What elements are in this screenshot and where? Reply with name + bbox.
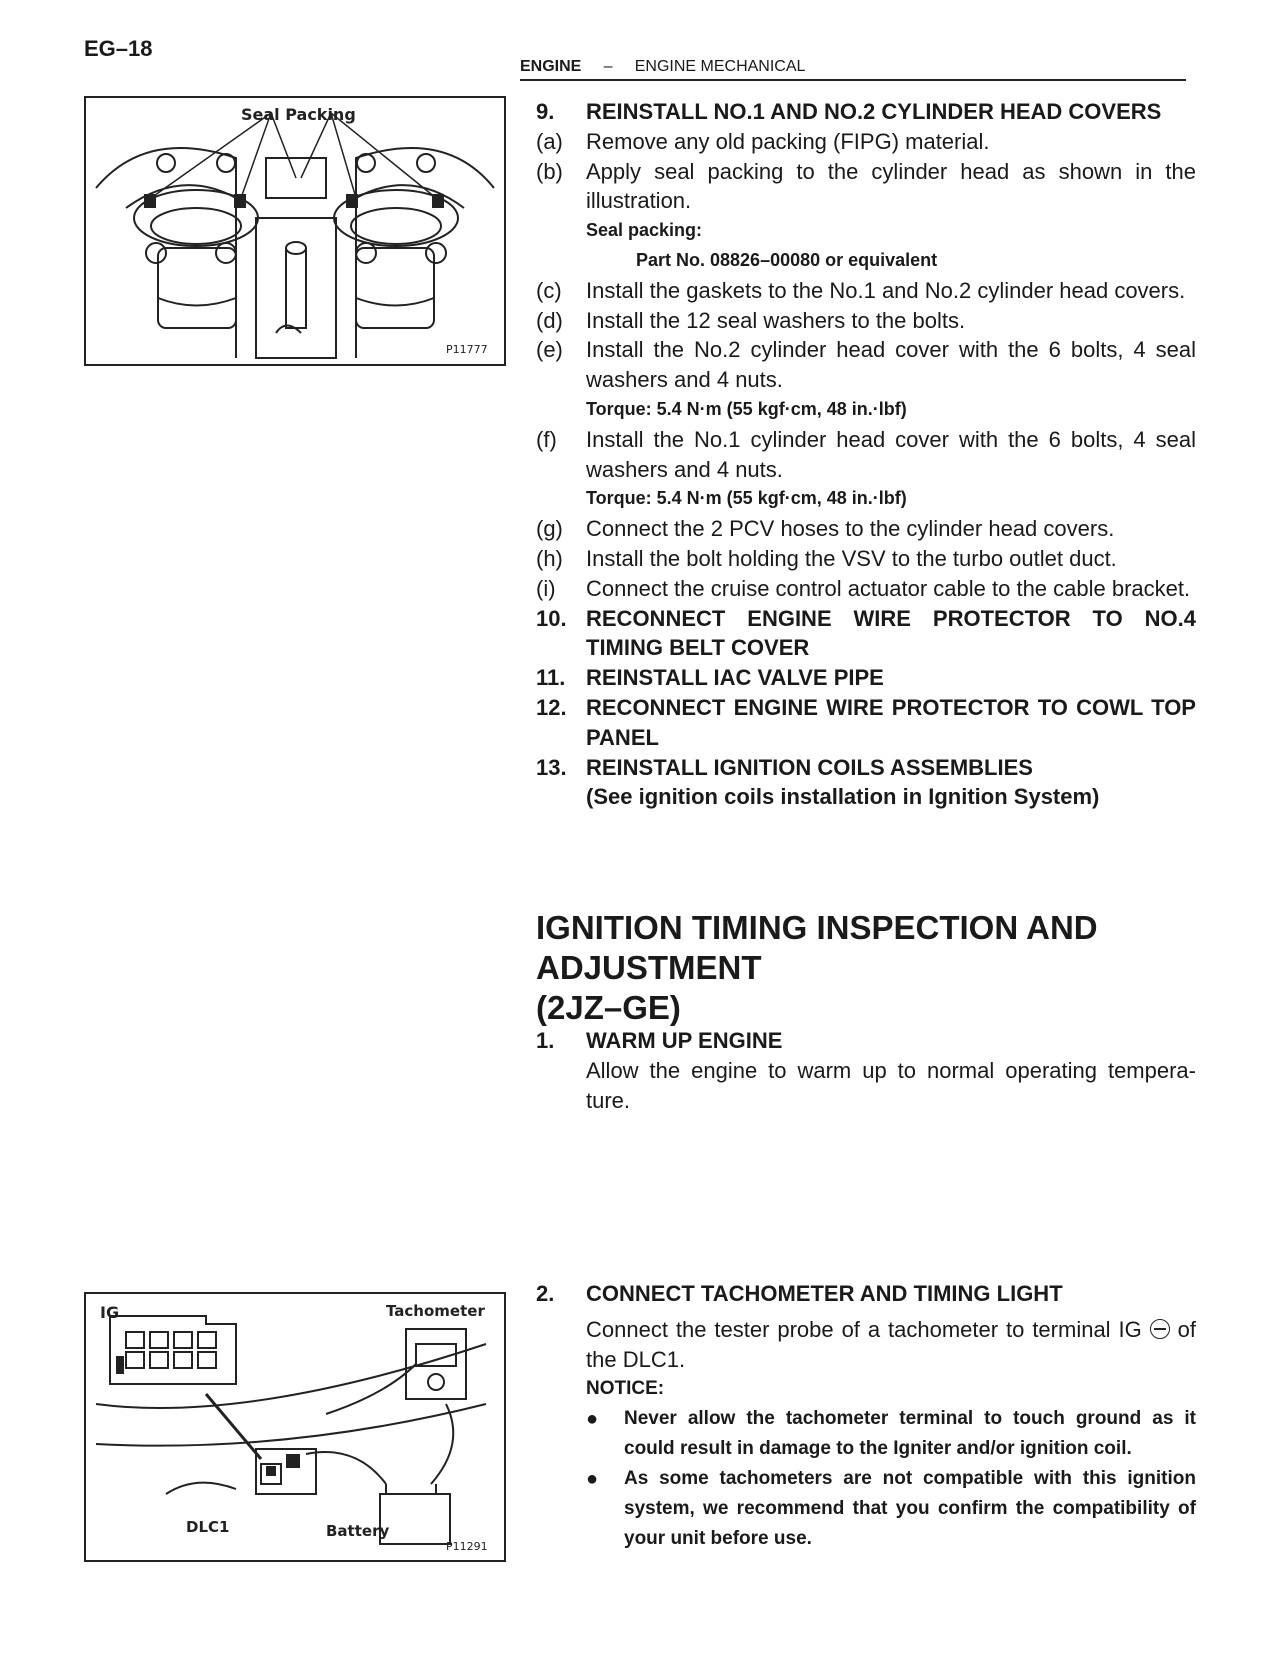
figure-code: P11291: [446, 1540, 488, 1553]
substep-c: (c) Install the gaskets to the No.1 and …: [536, 276, 1196, 306]
ignition-timing-heading: IGNITION TIMING INSPECTION AND ADJUSTMEN…: [536, 908, 1196, 1028]
connect-tachometer-section: 2. CONNECT TACHOMETER AND TIMING LIGHT C…: [536, 1279, 1196, 1554]
substep-i: (i) Connect the cruise control actuator …: [536, 574, 1196, 604]
notice-label-row: NOTICE:: [536, 1374, 1196, 1404]
step-title: REINSTALL NO.1 AND NO.2 CYLINDER HEAD CO…: [586, 99, 1162, 124]
substep-f: (f) Install the No.1 cylinder head cover…: [536, 425, 1196, 485]
notice-bullet-1: ● Never allow the tachometer terminal to…: [536, 1404, 1196, 1464]
step-title: WARM UP ENGINE: [586, 1028, 783, 1053]
substep-text: Install the 12 seal washers to the bolts…: [586, 307, 966, 333]
step-title: RECONNECT ENGINE WIRE PROTECTOR TO COWL …: [586, 694, 1196, 750]
substep-d: (d) Install the 12 seal washers to the b…: [536, 306, 1196, 336]
figure-label-battery: Battery: [326, 1522, 389, 1540]
step-9-section: 9. REINSTALL NO.1 AND NO.2 CYLINDER HEAD…: [536, 97, 1196, 812]
section-title-bold: ENGINE: [520, 58, 582, 75]
heading-line-1: IGNITION TIMING INSPECTION AND: [536, 909, 1098, 946]
bullet-text: As some tachometers are not compatible w…: [624, 1468, 1196, 1550]
page-number: EG–18: [84, 36, 153, 61]
substep-label: (i): [536, 575, 556, 601]
substep-text: Connect the 2 PCV hoses to the cylinder …: [586, 516, 1115, 542]
step-13-heading: 13. REINSTALL IGNITION COILS ASSEMBLIES: [536, 753, 1196, 783]
bullet-text: Never allow the tachometer terminal to t…: [624, 1408, 1196, 1460]
heading-line-3: (2JZ–GE): [536, 989, 681, 1026]
bullet-icon: ●: [586, 1408, 599, 1431]
seal-packing-illustration: Seal Packing P11777: [95, 105, 495, 359]
substep-label: (a): [536, 128, 563, 154]
substep-e: (e) Install the No.2 cylinder head cover…: [536, 335, 1196, 395]
step-2-text: Connect the tester probe of a tachometer…: [536, 1315, 1196, 1375]
step-13-note: (See ignition coils installation in Igni…: [536, 782, 1196, 812]
bullet-icon: ●: [586, 1468, 599, 1491]
torque-spec: Torque: 5.4 N·m (55 kgf·cm, 48 in.·lbf): [586, 488, 907, 509]
step-number: 11.: [536, 665, 566, 691]
substep-text: Install the No.1 cylinder head cover wit…: [586, 426, 1196, 482]
torque-spec: Torque: 5.4 N·m (55 kgf·cm, 48 in.·lbf): [586, 398, 907, 419]
figure-label-tachometer: Tachometer: [386, 1302, 485, 1320]
step-number: 9.: [536, 99, 555, 124]
step-1-text: Allow the engine to warm up to normal op…: [536, 1056, 1196, 1116]
substep-label: (f): [536, 426, 557, 452]
substep-text: Install the bolt holding the VSV to the …: [586, 545, 1117, 571]
section-title: ENGINE – ENGINE MECHANICAL: [520, 58, 805, 76]
step-text-part-b: of the DLC1.: [586, 1316, 1196, 1372]
step-number: 10.: [536, 605, 567, 631]
seal-packing-figure: Seal Packing P11777: [84, 96, 506, 366]
substep-b: (b) Apply seal packing to the cylinder h…: [536, 157, 1196, 217]
substep-g: (g) Connect the 2 PCV hoses to the cylin…: [536, 514, 1196, 544]
substep-text: Apply seal packing to the cylinder head …: [586, 158, 1196, 214]
substep-label: (d): [536, 307, 563, 333]
figure-label-seal-packing: Seal Packing: [241, 105, 356, 124]
tachometer-figure: IG Tachometer DLC1 Battery P11291: [84, 1292, 506, 1562]
section-title-rest: ENGINE MECHANICAL: [634, 58, 806, 75]
step-title: REINSTALL IGNITION COILS ASSEMBLIES: [586, 754, 1033, 780]
substep-h: (h) Install the bolt holding the VSV to …: [536, 544, 1196, 574]
step-note: (See ignition coils installation in Igni…: [586, 784, 1100, 810]
heading-line-2: ADJUSTMENT: [536, 949, 762, 986]
seal-packing-part: Part No. 08826–00080 or equivalent: [636, 249, 938, 270]
step-title: RECONNECT ENGINE WIRE PROTECTOR TO NO.4 …: [586, 605, 1196, 661]
substep-text: Install the gaskets to the No.1 and No.2…: [586, 277, 1186, 303]
substep-label: (g): [536, 516, 563, 542]
step-text: Allow the engine to warm up to normal op…: [586, 1057, 1196, 1113]
step-2-heading: 2. CONNECT TACHOMETER AND TIMING LIGHT: [536, 1279, 1196, 1309]
warm-up-section: 1. WARM UP ENGINE Allow the engine to wa…: [536, 1026, 1196, 1115]
step-number: 12.: [536, 694, 567, 720]
step-number: 13.: [536, 754, 567, 780]
step-text-part-a: Connect the tester probe of a tachometer…: [586, 1316, 1142, 1342]
step-9-heading: 9. REINSTALL NO.1 AND NO.2 CYLINDER HEAD…: [536, 97, 1196, 127]
step-1-heading: 1. WARM UP ENGINE: [536, 1026, 1196, 1056]
section-sep: –: [603, 58, 613, 75]
substep-label: (h): [536, 545, 563, 571]
step-text: Connect the tester probe of a tachometer…: [586, 1315, 1196, 1375]
substep-text: Install the No.2 cylinder head cover wit…: [586, 337, 1196, 393]
minus-circle-icon: [1149, 1318, 1170, 1339]
substep-label: (c): [536, 277, 562, 303]
substep-a: (a) Remove any old packing (FIPG) materi…: [536, 127, 1196, 157]
substep-label: (b): [536, 158, 563, 184]
substep-text: Connect the cruise control actuator cabl…: [586, 575, 1191, 601]
step-title: CONNECT TACHOMETER AND TIMING LIGHT: [586, 1281, 1063, 1306]
header-rule: [520, 79, 1186, 81]
substep-text: Remove any old packing (FIPG) material.: [586, 128, 990, 154]
notice-bullet-2: ● As some tachometers are not compatible…: [536, 1464, 1196, 1554]
figure-label-ig: IG: [100, 1303, 119, 1322]
step-number: 1.: [536, 1028, 555, 1053]
step-12-heading: 12. RECONNECT ENGINE WIRE PROTECTOR TO C…: [536, 693, 1196, 753]
figure-label-dlc1: DLC1: [186, 1518, 229, 1536]
substep-label: (e): [536, 337, 563, 363]
step-11-heading: 11. REINSTALL IAC VALVE PIPE: [536, 663, 1196, 693]
step-title: REINSTALL IAC VALVE PIPE: [586, 665, 884, 691]
figure-code: P11777: [446, 343, 488, 356]
step-10-heading: 10. RECONNECT ENGINE WIRE PROTECTOR TO N…: [536, 604, 1196, 664]
notice-label: NOTICE:: [586, 1378, 665, 1400]
step-number: 2.: [536, 1281, 555, 1306]
seal-packing-label: Seal packing:: [586, 220, 703, 241]
tachometer-illustration: IG Tachometer DLC1 Battery P11291: [95, 1302, 488, 1553]
